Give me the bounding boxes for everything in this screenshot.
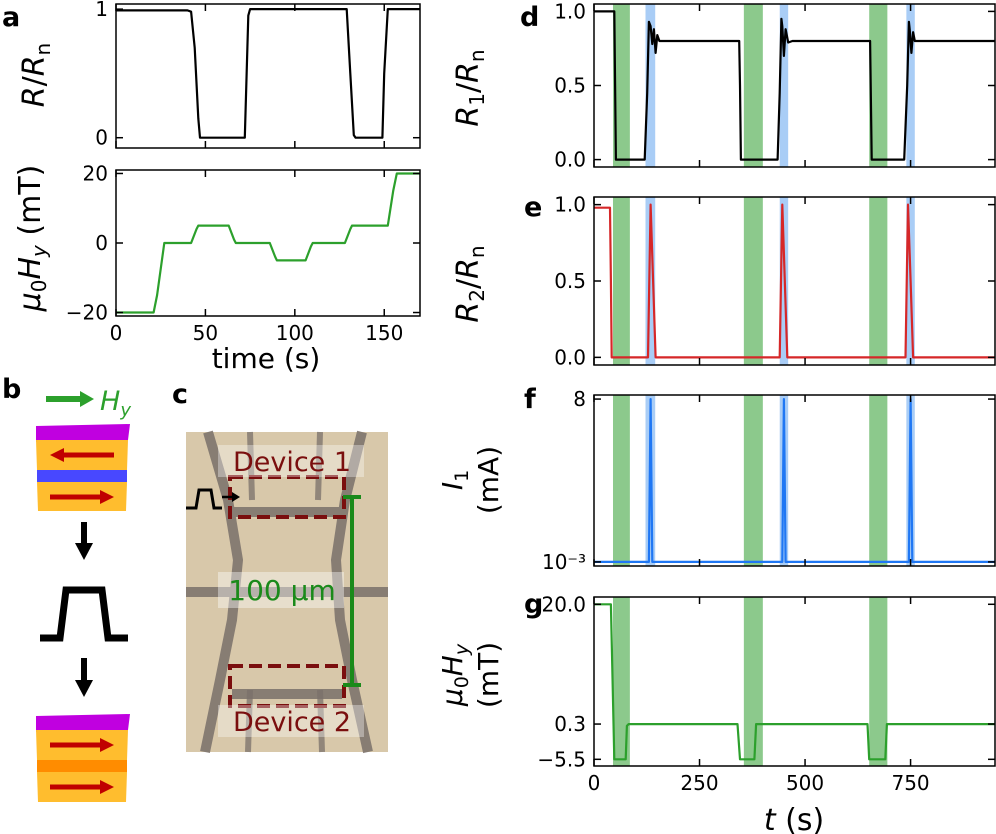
- panel-label-d: d: [520, 2, 539, 33]
- ytick-label-e-2: 1.0: [554, 193, 586, 217]
- ytick-label-e-0: 0.0: [554, 345, 586, 369]
- ylabel-d: R1/Rn: [451, 49, 489, 126]
- xtick-label-a2-2: 100: [276, 321, 314, 345]
- schematic-b: Hy: [36, 386, 131, 802]
- device2-label: Device 2: [233, 707, 351, 738]
- ytick-label-a-1: 1: [95, 0, 108, 21]
- arrow-right-icon: [50, 490, 114, 504]
- xtick-label-g-3: 750: [891, 771, 929, 795]
- panel-label-a: a: [2, 2, 20, 33]
- ytick-label-g-0: 20.0: [541, 592, 586, 616]
- chart-f: 10⁻³ 8: [542, 387, 996, 574]
- series-line-d-0: [594, 10, 995, 161]
- ytick-label-a2-0: −20: [66, 301, 108, 325]
- chart-g: 20.0 0.3 −5.50 250 500 750: [537, 592, 996, 795]
- ytick-label-e-1: 0.5: [554, 269, 586, 293]
- xtick-label-g-1: 250: [680, 771, 718, 795]
- series-line-g-0: [594, 603, 995, 761]
- series-line-f-0: [594, 398, 995, 564]
- xlabel-g: t (s): [764, 803, 824, 834]
- ylabel-e: R2/Rn: [451, 245, 489, 322]
- ylabel-a: R/Rn: [17, 43, 55, 108]
- series-line-e-0: [594, 203, 995, 359]
- green-band-d-0: [612, 4, 630, 167]
- axes-frame-g: [593, 596, 996, 767]
- green-band-d-1: [743, 4, 763, 167]
- xtick-label-g-0: 0: [588, 771, 601, 795]
- chart-d: 0.0 0.5 1.0: [554, 0, 996, 172]
- down-arrow-icon-2: [75, 658, 93, 697]
- device1-label: Device 1: [233, 447, 351, 478]
- hy-arrow-icon: [46, 391, 94, 407]
- green-band-f-1: [743, 395, 763, 566]
- chart-e: 0.0 0.5 1.0: [554, 193, 996, 369]
- green-band-d-2: [869, 4, 888, 167]
- panel-label-c: c: [172, 379, 188, 410]
- xtick-label-a2-0: 0: [110, 321, 123, 345]
- chart-a: 01: [95, 0, 421, 150]
- series-line-a2-0: [116, 172, 420, 314]
- ytick-label-f-1: 8: [573, 387, 586, 411]
- ytick-label-d-2: 1.0: [554, 0, 586, 23]
- ytick-label-a-0: 0: [95, 126, 108, 150]
- hy-label: Hy: [100, 386, 131, 421]
- ylabel-f-unit: (mA): [472, 446, 505, 514]
- blue-band-d-1: [779, 4, 789, 167]
- ytick-label-f-0: 10⁻³: [542, 550, 586, 574]
- axes-frame-a: [115, 3, 421, 149]
- arrow-left-icon: [50, 448, 114, 462]
- ytick-label-d-0: 0.0: [554, 148, 586, 172]
- input-pulse-icon: [186, 488, 240, 510]
- xlabel-a2: time (s): [212, 342, 321, 375]
- layer-stack-top: [36, 424, 130, 511]
- axes-frame-f: [593, 394, 996, 567]
- green-band-f-0: [612, 395, 630, 566]
- ytick-label-g-1: 0.3: [554, 712, 586, 736]
- arrow-right-icon-3: [50, 780, 114, 794]
- ytick-label-a2-2: 20: [83, 161, 108, 185]
- green-band-f-2: [869, 395, 888, 566]
- blue-band-d-0: [645, 4, 656, 167]
- down-arrow-icon: [75, 522, 93, 560]
- green-band-e-2: [869, 197, 888, 365]
- ytick-label-g-2: −5.5: [537, 747, 586, 771]
- ylabel-g-unit: (mT): [472, 642, 505, 708]
- panel-label-e: e: [524, 192, 542, 223]
- micrograph-c: Device 1 Device 2 100 µm: [186, 430, 388, 754]
- green-band-e-1: [743, 197, 763, 365]
- xtick-label-a2-3: 150: [365, 321, 403, 345]
- ylabel-a2: μ0Hy (mT): [13, 165, 51, 313]
- xtick-label-g-2: 500: [786, 771, 824, 795]
- scale-bar: [343, 495, 361, 687]
- green-band-g-0: [612, 597, 630, 766]
- panel-label-b: b: [2, 374, 21, 405]
- green-band-e-0: [612, 197, 630, 365]
- scale-label: 100 µm: [228, 574, 335, 607]
- blue-band-d-2: [906, 4, 915, 167]
- layer-stack-bottom: [36, 714, 130, 802]
- pulse-icon: [40, 586, 128, 642]
- green-band-g-2: [869, 597, 888, 766]
- ylabel-g-top: μ0Hy: [436, 643, 473, 707]
- ylabel-f-top: I1: [436, 470, 473, 490]
- green-band-g-1: [743, 597, 763, 766]
- xtick-label-a2-1: 50: [193, 321, 218, 345]
- ytick-label-d-1: 0.5: [554, 74, 586, 98]
- arrow-right-icon-2: [50, 738, 114, 752]
- panel-label-f: f: [524, 384, 536, 415]
- ytick-label-a2-1: 0: [95, 231, 108, 255]
- panel-label-g: g: [524, 589, 543, 620]
- series-line-a-0: [116, 8, 420, 139]
